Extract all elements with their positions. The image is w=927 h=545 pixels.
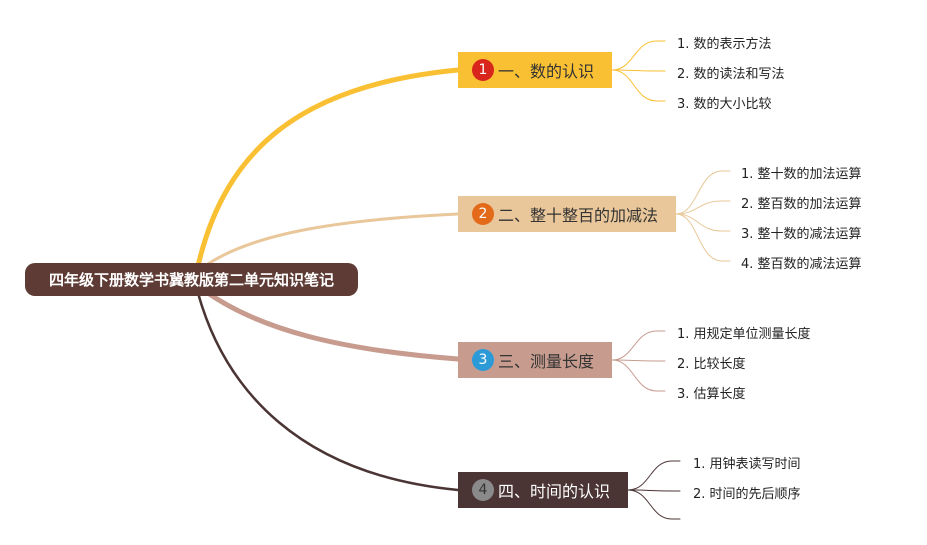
branch-node-4[interactable]: 4 四、时间的认识 [458,472,628,508]
leaf-connector-2-1 [675,170,731,215]
leaf-connector-4-1 [627,460,681,491]
leaf-2-1[interactable]: 1. 整十数的加法运算 [741,167,862,182]
branch-connector-3 [202,288,461,362]
branch-connector-1 [195,67,461,269]
branch-connector-2 [203,212,460,268]
leaf-3-2[interactable]: 2. 比较长度 [677,357,746,372]
leaf-connector-2-4 [675,213,731,262]
leaf-3-3[interactable]: 3. 估算长度 [677,387,746,402]
leaf-2-3[interactable]: 3. 整十数的减法运算 [741,227,862,242]
branch-connector-4 [196,291,460,492]
branch-label-2: 二、整十整百的加减法 [498,206,659,225]
leaf-1-2[interactable]: 2. 数的读法和写法 [677,67,785,82]
leaf-connector-2-3 [675,213,731,232]
branch-label-1: 一、数的认识 [498,62,595,81]
root-node[interactable]: 四年级下册数学书冀教版第二单元知识笔记 [25,263,358,296]
leaf-2-4[interactable]: 4. 整百数的减法运算 [741,257,862,272]
leaf-4-1[interactable]: 1. 用钟表读写时间 [693,457,801,472]
number-badge-3: 3 [472,349,494,371]
leaf-connector-2-2 [675,200,731,215]
leaf-connector-3-2 [611,359,666,362]
number-badge-4: 4 [472,479,494,501]
leaf-3-1[interactable]: 1. 用规定单位测量长度 [677,327,811,342]
branch-label-3: 三、测量长度 [498,352,595,371]
leaf-connector-1-3 [611,69,666,102]
branch-node-2[interactable]: 2 二、整十整百的加减法 [458,196,676,232]
branch-node-1[interactable]: 1 一、数的认识 [458,52,612,88]
leaf-connector-1-2 [611,69,666,72]
leaf-connector-4-3 [627,489,681,520]
root-label: 四年级下册数学书冀教版第二单元知识笔记 [48,271,334,289]
number-badge-2: 2 [472,203,494,225]
leaf-connector-3-1 [611,330,666,361]
leaf-1-1[interactable]: 1. 数的表示方法 [677,37,772,52]
leaf-connector-1-1 [611,40,666,71]
leaf-2-2[interactable]: 2. 整百数的加法运算 [741,197,862,212]
leaf-4-2[interactable]: 2. 时间的先后顺序 [693,487,801,502]
branch-label-4: 四、时间的认识 [498,482,611,501]
leaf-connector-4-2 [627,489,681,492]
leaf-connector-3-3 [611,359,666,392]
leaf-1-3[interactable]: 3. 数的大小比较 [677,97,772,112]
branch-node-3[interactable]: 3 三、测量长度 [458,342,612,378]
number-badge-1: 1 [472,59,494,81]
